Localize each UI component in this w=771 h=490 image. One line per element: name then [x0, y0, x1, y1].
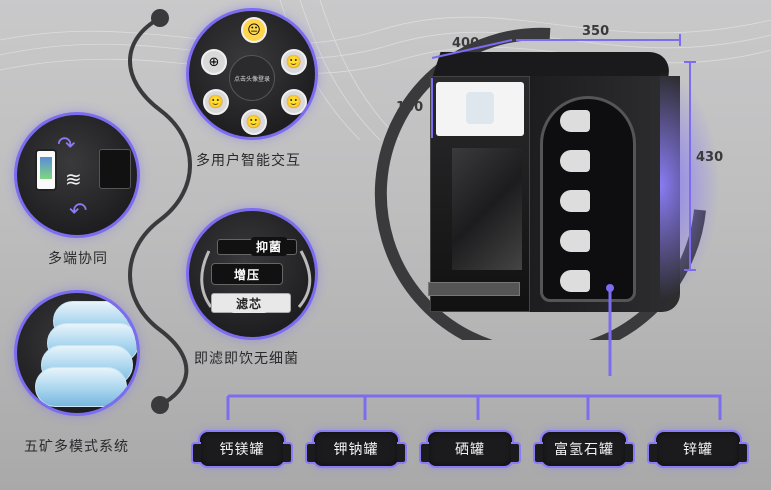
sync-arrows-icon: ↷ [57, 133, 76, 158]
filter-label-text: 即滤即饮无细菌 [194, 351, 299, 367]
tank-pill-calcium-magnesium[interactable]: 钙镁罐 [191, 430, 293, 468]
sync-arrows-icon: ↶ [69, 199, 88, 224]
filter-label: 滤芯 [231, 294, 268, 313]
login-hint-text: 点击头像登录 [233, 75, 270, 83]
dispenser-thumb-icon [99, 149, 131, 189]
depth-dimension: 400 [452, 36, 480, 51]
marble-panel [452, 148, 522, 270]
tank-cap [560, 110, 590, 132]
tank-pill-selenium[interactable]: 硒罐 [419, 430, 521, 468]
avatar-icon[interactable]: 🙂 [281, 89, 307, 115]
five-mineral-circle [14, 290, 140, 416]
tank-pill-hydrogen-stone[interactable]: 富氢石罐 [533, 430, 635, 468]
booster-label: 增压 [229, 265, 266, 284]
height-dimension: 430 [696, 150, 724, 165]
dispenser-screen[interactable] [436, 82, 524, 136]
wifi-icon: ≋ [65, 167, 82, 191]
tank-cap [560, 150, 590, 172]
width-dimension: 350 [582, 24, 610, 39]
filter-tube-lines [200, 250, 312, 308]
tank-cap [560, 270, 590, 292]
phone-icon [35, 149, 57, 191]
mineral-tank-icon [35, 367, 127, 407]
tank-pill-zinc[interactable]: 锌罐 [647, 430, 749, 468]
multi-user-circle: 点击头像登录 😐 ⊕ 🙂 🙂 🙂 🙂 [186, 8, 318, 140]
tank-cap [560, 190, 590, 212]
tank-pill-potassium-sodium[interactable]: 钾钠罐 [305, 430, 407, 468]
drip-tray[interactable] [428, 282, 520, 296]
center-login-disc[interactable]: 点击头像登录 [229, 55, 275, 101]
multi-device-circle: ≋ ↷ ↶ [14, 112, 140, 238]
avatar-icon[interactable]: 😐 [241, 17, 267, 43]
five-mineral-label: 五矿多模式系统 [24, 439, 129, 455]
antibacterial-label: 抑菌 [251, 237, 288, 256]
tank-cap [560, 230, 590, 252]
avatar-icon[interactable]: 🙂 [203, 89, 229, 115]
screen-dimension: 100 [396, 100, 424, 115]
multi-user-label: 多用户智能交互 [196, 153, 301, 169]
multi-device-label: 多端协同 [48, 251, 108, 267]
avatar-icon[interactable]: 🙂 [241, 109, 267, 135]
filter-circle: 抑菌 增压 滤芯 [186, 208, 318, 340]
avatar-icon[interactable]: 🙂 [281, 49, 307, 75]
avatar-icon[interactable]: ⊕ [201, 49, 227, 75]
